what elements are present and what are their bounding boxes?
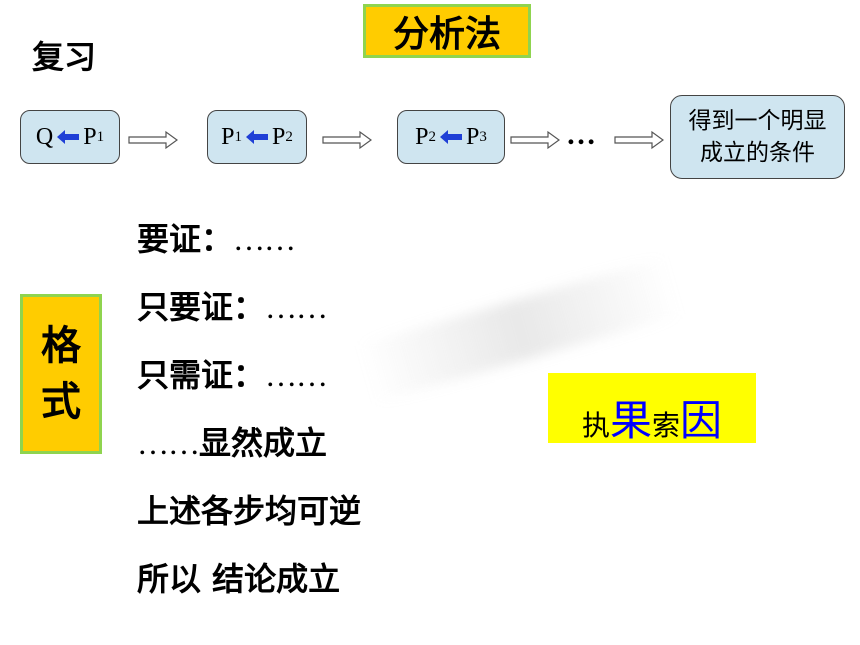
flow-ellipsis: …	[566, 118, 597, 151]
left-arrow-icon	[246, 130, 268, 144]
format-char-1: 格	[41, 323, 81, 369]
review-label: 复习	[32, 38, 97, 76]
step-dots: ……	[265, 289, 328, 325]
motto-char-3: 索	[652, 409, 681, 442]
motto-char-2: 果	[609, 396, 652, 445]
slide-title-text: 分析法	[392, 14, 501, 55]
step-3: 只需证：……	[137, 346, 361, 414]
step-dots: ……	[233, 221, 296, 257]
final-node-line1: 得到一个明显	[688, 108, 827, 134]
node-left-symbol: Q	[35, 123, 54, 150]
node-right-subscript: 1	[96, 128, 105, 145]
node-right-symbol: P	[272, 123, 286, 150]
node-right-symbol: P	[466, 123, 480, 150]
node-left-subscript: 1	[234, 128, 243, 145]
step-dots: ……	[265, 357, 328, 393]
motto-char-4: 因	[680, 396, 723, 445]
node-right-symbol: P	[83, 123, 97, 150]
left-arrow-icon	[440, 130, 462, 144]
right-arrow-outline-icon	[614, 130, 664, 150]
format-label: 格 式	[20, 294, 102, 454]
step-text: 显然成立	[199, 424, 328, 462]
motto-char-1: 执	[581, 409, 610, 442]
right-arrow-outline-icon	[322, 130, 372, 150]
step-text: 只要证：	[137, 288, 266, 326]
slide-title: 分析法	[363, 4, 531, 58]
step-1: 要证：……	[137, 210, 361, 278]
step-4: ……显然成立	[137, 414, 361, 482]
node-right-subscript: 3	[479, 128, 487, 145]
step-text: 只需证：	[137, 356, 266, 394]
step-text: 要证：	[137, 220, 234, 258]
node-left-symbol: P	[221, 123, 235, 150]
final-node-line2: 成立的条件	[700, 140, 815, 166]
format-char-2: 式	[41, 379, 81, 425]
step-2: 只要证：……	[137, 278, 361, 346]
step-dots: ……	[137, 425, 200, 461]
flow-final-node: 得到一个明显 成立的条件	[670, 95, 845, 179]
motto-box: 执果索因	[548, 373, 756, 445]
right-arrow-outline-icon	[128, 130, 178, 150]
right-arrow-outline-icon	[510, 130, 560, 150]
step-text: 上述各步均可逆	[137, 492, 362, 530]
step-5: 上述各步均可逆	[137, 482, 361, 550]
step-text: 所以 结论成立	[137, 560, 341, 598]
step-6: 所以 结论成立	[137, 550, 361, 618]
node-left-subscript: 2	[428, 128, 437, 145]
proof-steps: 要证：…… 只要证：…… 只需证：…… ……显然成立 上述各步均可逆 所以 结论…	[137, 210, 361, 618]
left-arrow-icon	[57, 130, 80, 144]
node-left-symbol: P	[415, 123, 429, 150]
node-right-subscript: 2	[285, 128, 293, 145]
